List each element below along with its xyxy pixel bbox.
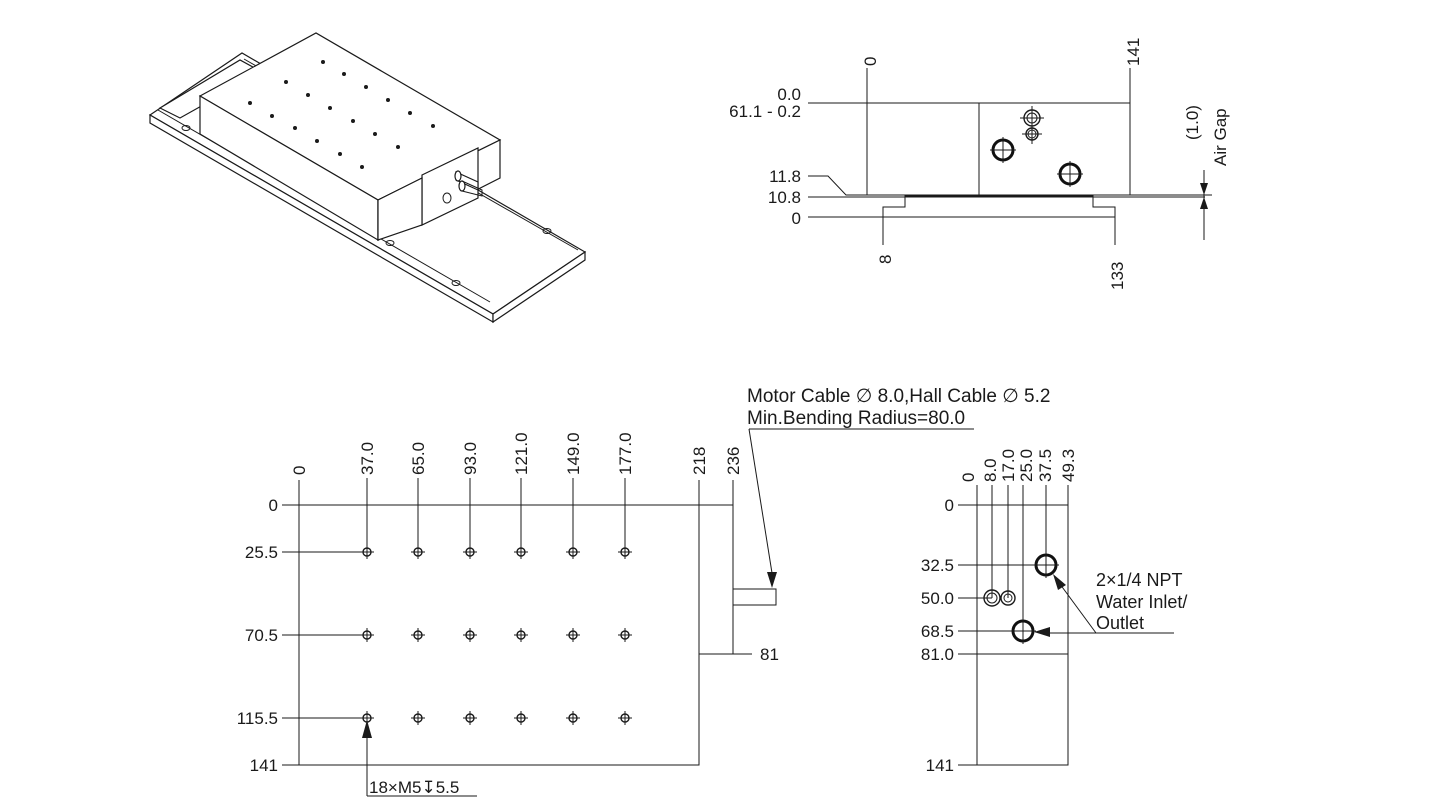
water-callout-line1: 2×1/4 NPT [1096, 570, 1183, 590]
end-x-label-8.0: 8.0 [981, 458, 1000, 482]
isometric-view [148, 32, 587, 324]
end-x-label-25.0: 25.0 [1017, 449, 1036, 482]
side-bottom-label-8: 8 [876, 255, 895, 264]
end-y-label-81.0: 81.0 [921, 645, 954, 664]
cable-note-line2: Min.Bending Radius=80.0 [747, 408, 965, 429]
mounting-hole [566, 545, 580, 559]
top-x-label: 37.0 [358, 442, 377, 475]
mounting-hole [463, 711, 477, 725]
mounting-hole [463, 545, 477, 559]
mounting-holes [360, 545, 632, 725]
end-y-label-141: 141 [926, 756, 954, 775]
carriage-holes [248, 60, 435, 169]
top-right-label-81: 81 [760, 645, 779, 664]
top-x-label: 65.0 [409, 442, 428, 475]
water-callout-line2: Water Inlet/ [1096, 592, 1187, 612]
top-x-label: 218 [690, 447, 709, 475]
mounting-hole [618, 628, 632, 642]
side-left-label-0b: 0 [792, 209, 801, 228]
side-bottom-label-133: 133 [1108, 262, 1127, 290]
mounting-hole [411, 628, 425, 642]
side-top-label-141: 141 [1124, 38, 1143, 66]
end-y-label-68.5: 68.5 [921, 622, 954, 641]
top-x-extension-lines [366, 478, 626, 552]
mounting-hole [360, 628, 374, 642]
water-callout-line3: Outlet [1096, 613, 1144, 633]
top-x-label: 0 [290, 466, 309, 475]
side-base [882, 195, 1116, 218]
cable-port-hall [1000, 590, 1016, 606]
mounting-hole [566, 711, 580, 725]
top-view: Motor Cable ∅ 8.0,Hall Cable ∅ 5.2 Min.B… [237, 386, 1051, 797]
side-view: 0 141 0.0 61.1 - 0.2 11.8 10.8 0 8 133 (… [729, 38, 1230, 290]
cable-stub [732, 588, 777, 606]
mounting-hole [566, 628, 580, 642]
end-y-label-50.0: 50.0 [921, 589, 954, 608]
air-gap-value: (1.0) [1183, 105, 1202, 140]
top-y-label-70.5: 70.5 [245, 626, 278, 645]
end-y-label-0: 0 [945, 496, 954, 515]
top-x-label: 177.0 [616, 432, 635, 475]
cable-note-line1: Motor Cable ∅ 8.0,Hall Cable ∅ 5.2 [747, 386, 1050, 407]
end-x-label-17.0: 17.0 [999, 449, 1018, 482]
mounting-hole [411, 711, 425, 725]
mounting-hole [514, 628, 528, 642]
hole-callout: 18×M5↧5.5 [369, 778, 459, 797]
side-carriage [866, 102, 1131, 196]
mounting-hole [360, 545, 374, 559]
top-x-label: 121.0 [512, 432, 531, 475]
end-view: 0 8.0 17.0 25.0 37.5 49.3 0 32.5 50.0 68… [921, 449, 1187, 775]
end-y-label-32.5: 32.5 [921, 556, 954, 575]
top-x-label: 149.0 [564, 432, 583, 475]
side-left-label-11.8: 11.8 [769, 167, 801, 186]
side-left-label-61.1: 61.1 - 0.2 [729, 102, 801, 121]
top-x-label: 93.0 [461, 442, 480, 475]
top-y-label-115.5: 115.5 [237, 709, 278, 728]
air-gap-label: Air Gap [1211, 108, 1230, 166]
top-y-label-0: 0 [269, 496, 278, 515]
side-top-label-0: 0 [861, 57, 880, 66]
end-x-label-0: 0 [959, 473, 978, 482]
mounting-hole [514, 711, 528, 725]
mounting-hole [514, 545, 528, 559]
side-left-label-0.0: 0.0 [777, 85, 801, 104]
cable-port-motor [983, 589, 1001, 607]
mounting-hole [618, 545, 632, 559]
top-x-label: 236 [724, 447, 743, 475]
mounting-hole [618, 711, 632, 725]
end-x-label-37.5: 37.5 [1036, 449, 1055, 482]
side-left-label-10.8: 10.8 [768, 188, 801, 207]
mounting-hole [463, 628, 477, 642]
top-y-label-25.5: 25.5 [245, 543, 278, 562]
mounting-hole [411, 545, 425, 559]
top-y-label-141: 141 [250, 756, 278, 775]
end-x-label-49.3: 49.3 [1059, 449, 1078, 482]
